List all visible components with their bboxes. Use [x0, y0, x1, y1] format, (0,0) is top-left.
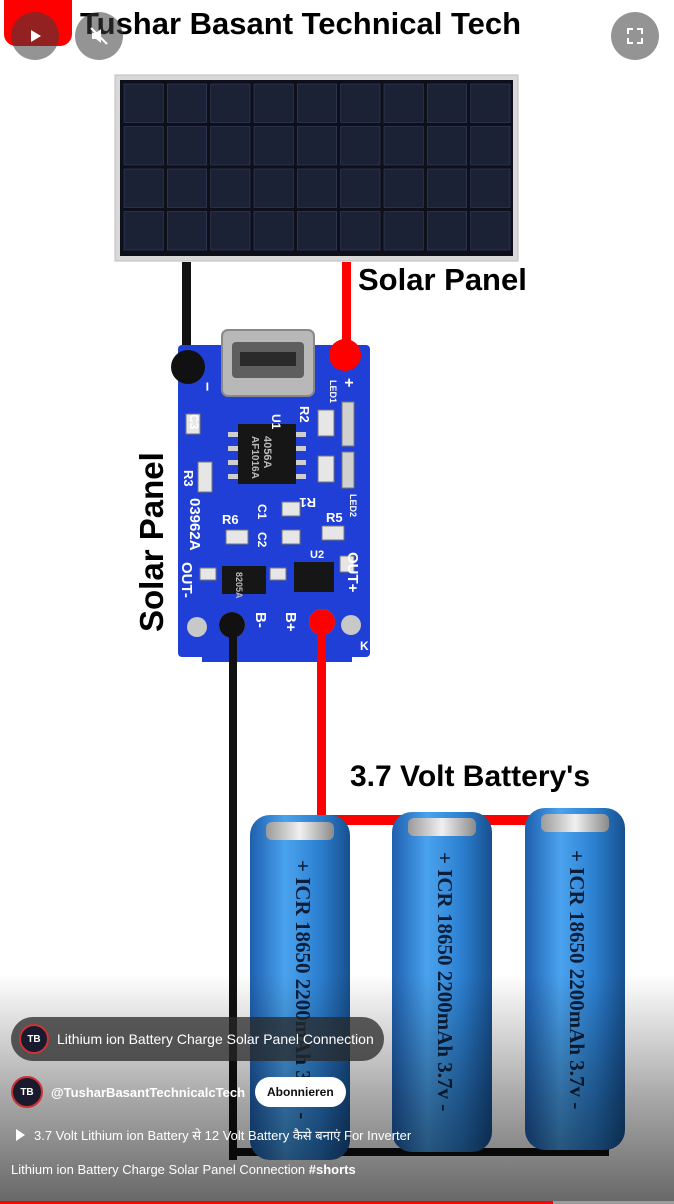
solar-cell [167, 126, 207, 166]
solar-cell [123, 126, 164, 166]
related-avatar: TB [19, 1024, 49, 1054]
solar-cell [167, 168, 207, 208]
solar-cell [297, 211, 337, 251]
pin-out-plus: OUT+ [344, 552, 361, 593]
solar-cell [427, 83, 467, 123]
solar-cell [470, 168, 511, 208]
label-u2: U2 [310, 549, 324, 561]
play-button[interactable] [11, 12, 59, 60]
label-minus: − [198, 382, 215, 391]
wire-black-panel [182, 262, 191, 367]
solar-cell [340, 211, 381, 251]
solar-panel [114, 74, 519, 262]
solar-cell [470, 211, 511, 251]
solar-cell [210, 126, 251, 166]
channel-row: TB @TusharBasantTechnicalcTech Abonniere… [11, 1076, 346, 1108]
solar-cell [383, 83, 424, 123]
label-r3: R3 [181, 470, 196, 487]
channel-handle[interactable]: @TusharBasantTechnicalcTech [51, 1084, 246, 1100]
solar-cell [167, 83, 207, 123]
chip-label-2: AF1016A [249, 436, 260, 479]
solar-cell [210, 83, 251, 123]
chip-label-small: 8205A [234, 572, 244, 599]
progress-fill [0, 1201, 553, 1204]
pin-b-minus: B- [252, 612, 269, 628]
solar-cell [383, 168, 424, 208]
chip-label-1: 4056A [261, 436, 273, 468]
label-plus: + [340, 378, 357, 387]
playlist-title: 3.7 Volt Lithium ion Battery से 12 Volt … [34, 1128, 412, 1143]
charger-board [171, 329, 370, 662]
solar-cell [470, 83, 511, 123]
solar-cell [297, 168, 337, 208]
wire-red-panel [342, 262, 351, 354]
wire-black-battery [229, 630, 237, 1160]
play-small-icon [16, 1129, 25, 1141]
play-icon [31, 30, 41, 42]
label-solar-panel-top: Solar Panel [358, 262, 527, 297]
label-r5: R5 [326, 510, 343, 525]
wire-red-battery [317, 630, 326, 820]
caption-hashtag[interactable]: #shorts [308, 1162, 356, 1177]
solar-cell [123, 83, 164, 123]
solar-cell [253, 126, 294, 166]
label-r6: R6 [222, 512, 239, 527]
solar-cell [427, 126, 467, 166]
solar-cell [253, 83, 294, 123]
solar-cell [297, 126, 337, 166]
solar-cell [123, 211, 164, 251]
fullscreen-icon [627, 28, 643, 44]
subscribe-button[interactable]: Abonnieren [255, 1077, 346, 1107]
label-battery: 3.7 Volt Battery's [350, 760, 590, 793]
label-k: K [360, 639, 369, 653]
banner-title: Tushar Basant Technical Tech [80, 6, 521, 41]
label-u1: U1 [269, 414, 283, 430]
solar-cell [340, 168, 381, 208]
progress-track[interactable] [0, 1201, 674, 1204]
pin-b-plus: B+ [282, 612, 299, 632]
video-caption: Lithium ion Battery Charge Solar Panel C… [11, 1162, 356, 1177]
solar-cell [297, 83, 337, 123]
related-video-title: Lithium ion Battery Charge Solar Panel C… [57, 1031, 374, 1047]
solar-cell [383, 126, 424, 166]
label-c3: C3 [187, 414, 201, 430]
label-c2: C2 [255, 532, 269, 548]
solar-cell [210, 211, 251, 251]
solar-cell [123, 168, 164, 208]
playlist-link[interactable]: 3.7 Volt Lithium ion Battery से 12 Volt … [14, 1126, 411, 1144]
related-avatar-initials: TB [27, 1033, 41, 1045]
speaker-muted-icon [90, 27, 108, 45]
solar-cell [427, 211, 467, 251]
mute-button[interactable] [75, 12, 123, 60]
board-code: 03962A [186, 498, 203, 551]
label-r2: R2 [297, 406, 312, 423]
fullscreen-button[interactable] [611, 12, 659, 60]
solar-cell [340, 126, 381, 166]
solar-cell [427, 168, 467, 208]
solar-cell [253, 168, 294, 208]
label-solar-panel-side: Solar Panel [133, 452, 170, 632]
solar-cell [253, 211, 294, 251]
solar-cell [340, 83, 381, 123]
pin-out-minus: OUT- [178, 562, 195, 598]
solar-cell [383, 211, 424, 251]
caption-text: Lithium ion Battery Charge Solar Panel C… [11, 1162, 306, 1177]
solar-cell [167, 211, 207, 251]
channel-avatar-initials: TB [20, 1086, 34, 1098]
label-led2: LED2 [348, 494, 358, 517]
label-r1: R1 [299, 495, 316, 510]
label-led1: LED1 [328, 380, 338, 403]
channel-avatar[interactable]: TB [11, 1076, 43, 1108]
label-c1: C1 [255, 504, 269, 520]
solar-cell [210, 168, 251, 208]
related-video-chip[interactable]: TB Lithium ion Battery Charge Solar Pane… [11, 1017, 384, 1061]
solar-cell [470, 126, 511, 166]
